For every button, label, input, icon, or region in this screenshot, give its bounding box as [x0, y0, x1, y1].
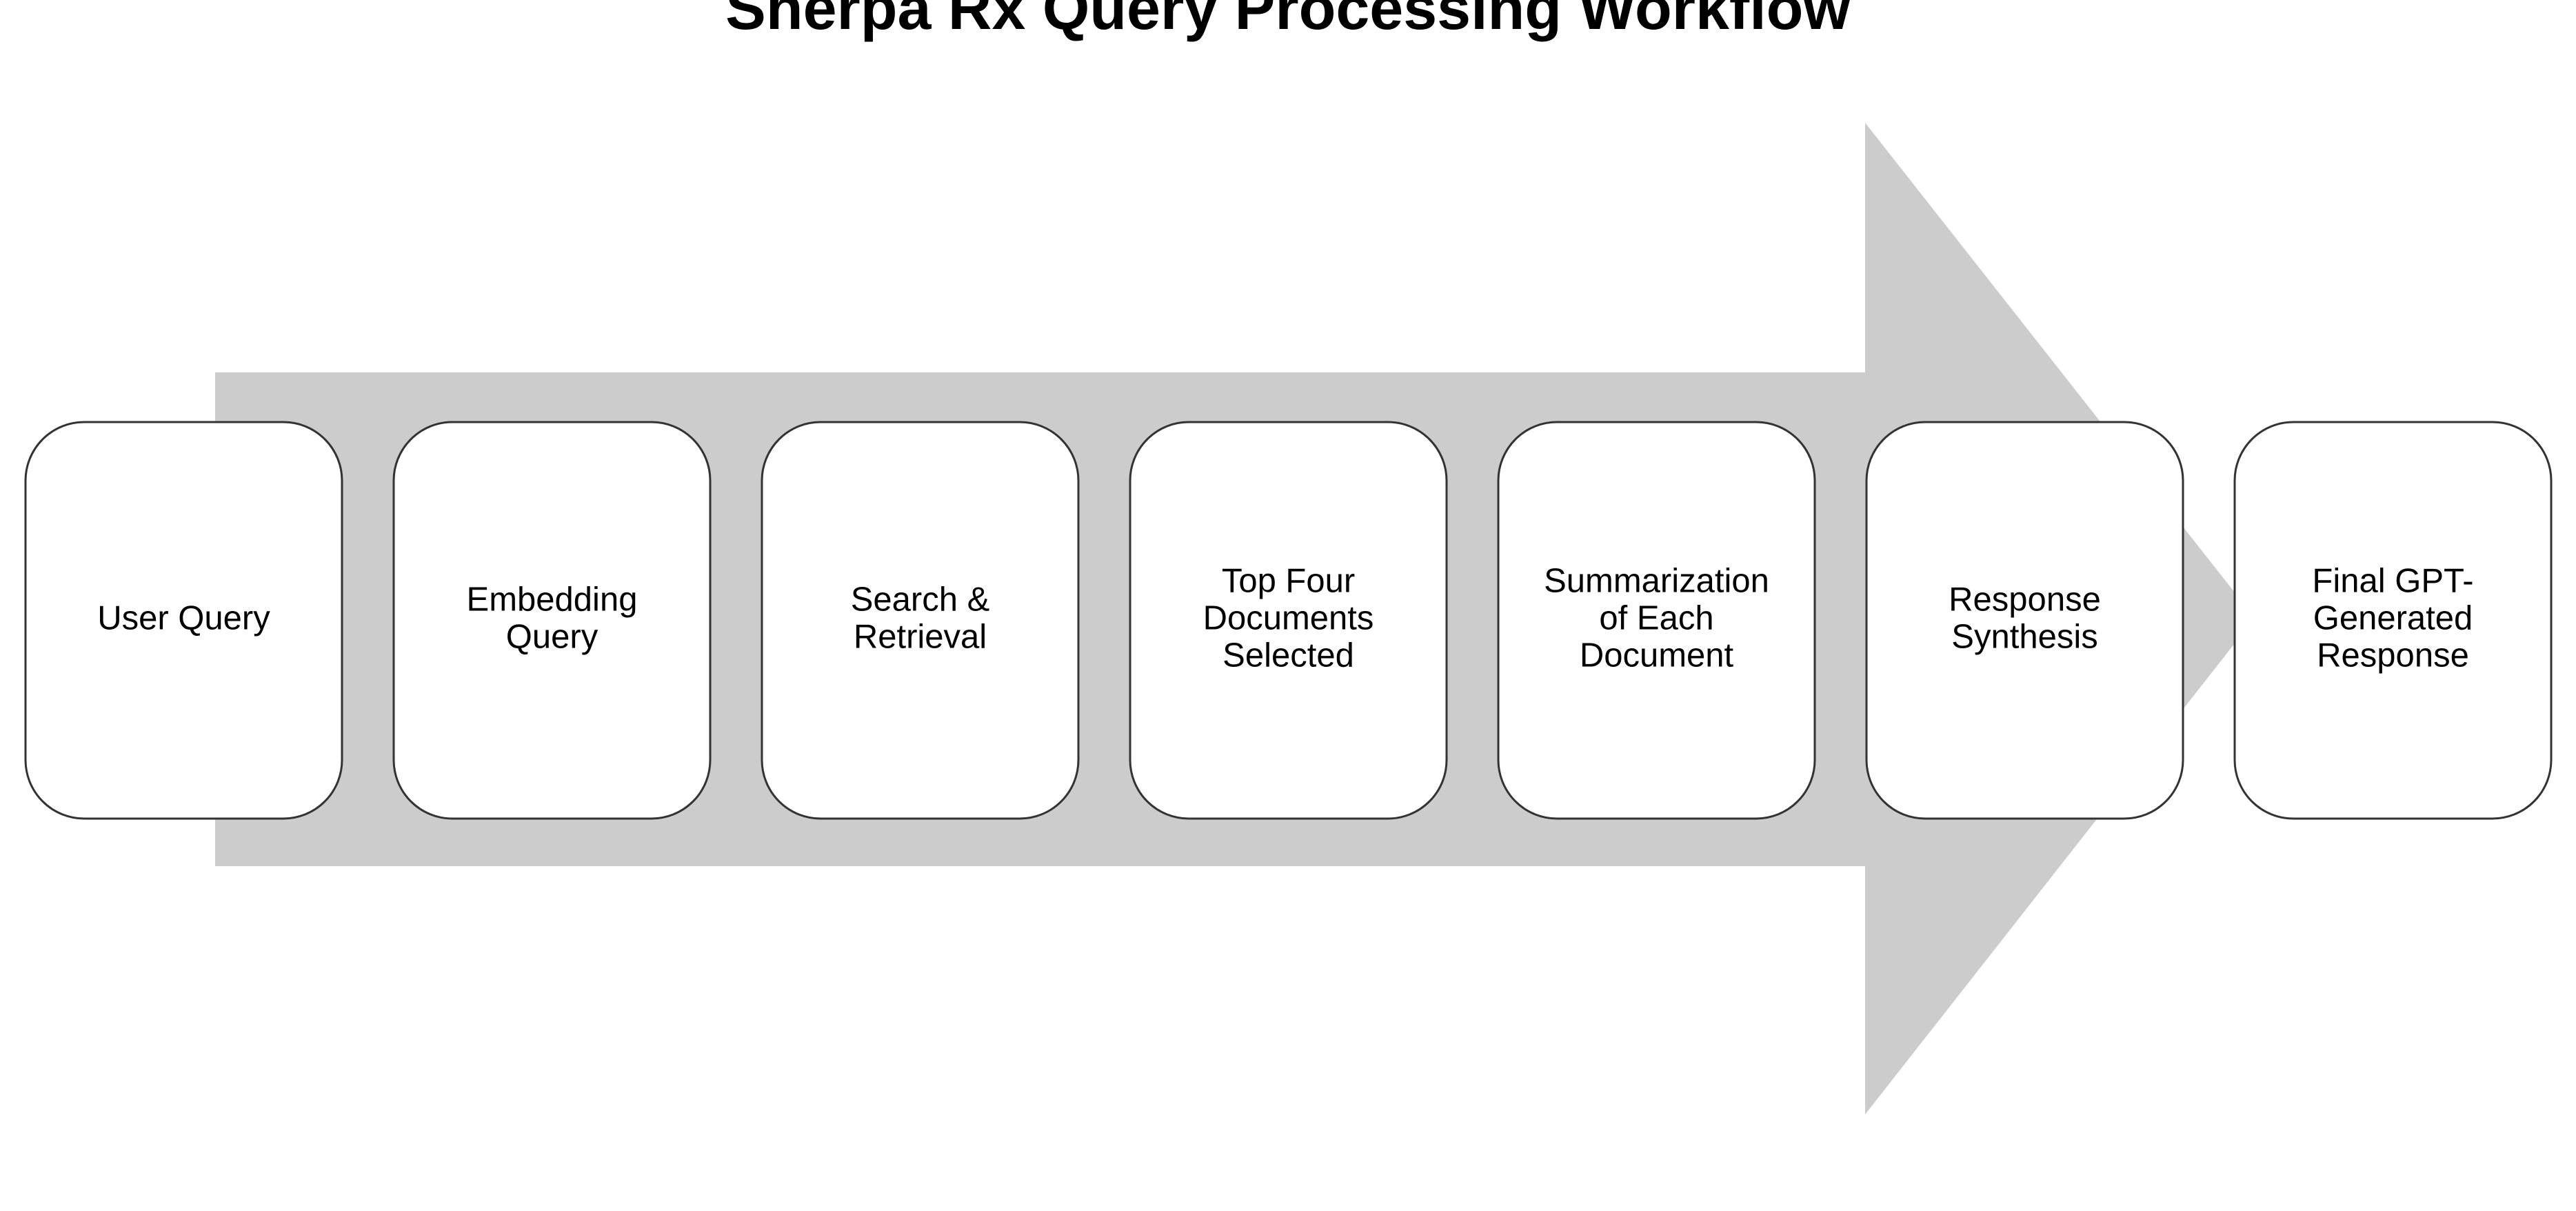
step-label-line: Response	[2317, 637, 2469, 674]
step-label-line: Summarization	[1544, 562, 1769, 599]
step-label: Search &Retrieval	[851, 581, 990, 655]
step-box	[761, 421, 1080, 820]
step-box	[392, 421, 712, 820]
step-box	[2233, 421, 2553, 820]
step-label-line: User Query	[97, 599, 270, 637]
step-label-line: Top Four	[1222, 562, 1355, 599]
step-box	[24, 421, 343, 820]
step-label-line: Query	[506, 618, 598, 655]
step-label-line: Documents	[1203, 599, 1374, 637]
step-label-line: Document	[1580, 637, 1734, 674]
step-label-line: Search &	[851, 581, 990, 618]
step-label-line: Synthesis	[1951, 618, 2097, 655]
step-label-line: of Each	[1599, 599, 1713, 637]
step-label-line: Generated	[2313, 599, 2473, 637]
step-box	[1497, 421, 1816, 820]
step-label-line: Final GPT-	[2312, 562, 2473, 599]
step-label-line: Embedding	[467, 581, 638, 618]
step-box	[1129, 421, 1448, 820]
step-label-line: Selected	[1222, 637, 1354, 674]
diagram-title: Sherpa Rx Query Processing Workflow	[725, 0, 1851, 42]
step-user-query: User Query	[24, 421, 343, 820]
step-label-line: Retrieval	[854, 618, 987, 655]
step-label: User Query	[97, 599, 270, 637]
step-label-line: Response	[1949, 581, 2101, 618]
step-search-retrieval: Search &Retrieval	[761, 421, 1080, 820]
step-box	[1865, 421, 2184, 820]
